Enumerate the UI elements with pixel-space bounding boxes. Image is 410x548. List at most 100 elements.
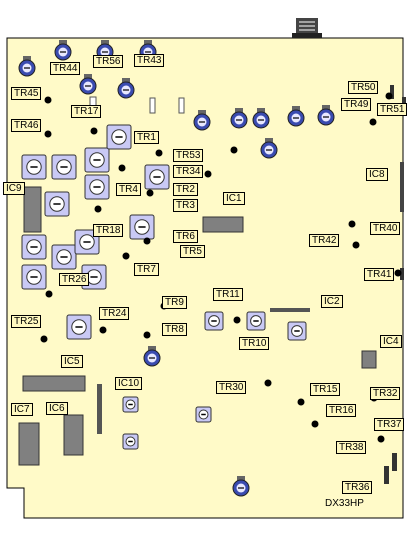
label-tr18: TR18 bbox=[93, 224, 124, 237]
label-tr6: TR6 bbox=[173, 230, 198, 243]
transistor-dot-20 bbox=[264, 379, 272, 387]
transistor-dot-18 bbox=[143, 331, 151, 339]
label-tr2: TR2 bbox=[173, 183, 198, 196]
square-trimmer-4-icon bbox=[106, 124, 132, 150]
transistor-dot-3 bbox=[90, 127, 98, 135]
label-ic6: IC6 bbox=[46, 402, 68, 415]
label-ic7: IC7 bbox=[11, 403, 33, 416]
transistor-dot-9 bbox=[94, 205, 102, 213]
top-connector-icon bbox=[292, 18, 322, 38]
transistor-dot-15 bbox=[99, 326, 107, 334]
label-tr17: TR17 bbox=[71, 105, 102, 118]
ic4-chip bbox=[361, 350, 377, 369]
label-tr10: TR10 bbox=[239, 337, 270, 350]
transistor-dot-21 bbox=[297, 398, 305, 406]
label-tr7: TR7 bbox=[134, 263, 159, 276]
label-tr16: TR16 bbox=[326, 404, 357, 417]
small-trimmer-4-icon bbox=[122, 396, 139, 413]
label-ic1: IC1 bbox=[223, 192, 245, 205]
label-tr45: TR45 bbox=[11, 87, 42, 100]
transistor-dot-4 bbox=[155, 149, 163, 157]
label-tr11: TR11 bbox=[213, 288, 243, 301]
transistor-dot-14 bbox=[45, 290, 53, 298]
transistor-dot-5 bbox=[118, 164, 126, 172]
square-trimmer-5-icon bbox=[84, 174, 110, 200]
round-pot-10-icon bbox=[287, 106, 305, 127]
transistor-dot-23 bbox=[311, 420, 319, 428]
round-pot-1-icon bbox=[18, 56, 36, 77]
round-pot-2-icon bbox=[54, 40, 72, 61]
slot-component-2 bbox=[178, 97, 185, 114]
square-trimmer-10-icon bbox=[51, 244, 77, 270]
ic5-chip bbox=[22, 375, 86, 392]
small-trimmer-6-icon bbox=[122, 433, 139, 450]
slot-component-1 bbox=[149, 97, 156, 114]
label-tr56: TR56 bbox=[93, 55, 124, 68]
square-trimmer-9-icon bbox=[21, 234, 47, 260]
label-tr9: TR9 bbox=[162, 296, 187, 309]
label-tr26: TR26 bbox=[59, 273, 90, 286]
label-ic4: IC4 bbox=[380, 335, 402, 348]
ic6-chip bbox=[63, 414, 84, 456]
transistor-dot-8 bbox=[204, 170, 212, 178]
edge-connector-tr41 bbox=[400, 268, 404, 280]
square-trimmer-6-icon bbox=[144, 164, 170, 190]
transistor-dot-27 bbox=[385, 92, 393, 100]
label-tr53: TR53 bbox=[173, 149, 204, 162]
label-tr8: TR8 bbox=[162, 323, 187, 336]
label-tr4: TR4 bbox=[116, 183, 141, 196]
transistor-dot-10 bbox=[143, 237, 151, 245]
label-tr15: TR15 bbox=[310, 383, 341, 396]
model-number: DX33HP bbox=[325, 498, 364, 509]
transistor-dot-1 bbox=[44, 96, 52, 104]
label-tr38: TR38 bbox=[336, 441, 367, 454]
round-pot-12-icon bbox=[260, 138, 278, 159]
small-trimmer-1-icon bbox=[204, 311, 224, 331]
small-trimmer-3-icon bbox=[287, 321, 307, 341]
square-trimmer-2-icon bbox=[51, 154, 77, 180]
ic2-chip bbox=[270, 308, 310, 312]
round-pot-5-icon bbox=[79, 74, 97, 95]
square-trimmer-8-icon bbox=[129, 214, 155, 240]
edge-connector-tr38 bbox=[392, 453, 397, 471]
ic10-chip bbox=[97, 384, 102, 434]
label-ic10: IC10 bbox=[115, 377, 143, 390]
label-tr44: TR44 bbox=[50, 62, 81, 75]
transistor-dot-7 bbox=[230, 146, 238, 154]
round-pots bbox=[18, 40, 335, 497]
label-tr34: TR34 bbox=[173, 165, 204, 178]
label-tr49: TR49 bbox=[341, 98, 372, 111]
transistor-dot-25 bbox=[394, 269, 402, 277]
label-tr37: TR37 bbox=[374, 418, 405, 431]
label-tr5: TR5 bbox=[180, 245, 205, 258]
transistor-dot-6 bbox=[146, 189, 154, 197]
label-tr43: TR43 bbox=[134, 54, 165, 67]
label-tr46: TR46 bbox=[11, 119, 42, 132]
transistor-dot-11 bbox=[122, 252, 130, 260]
round-pot-13-icon bbox=[143, 346, 161, 367]
label-tr42: TR42 bbox=[309, 234, 340, 247]
square-trimmer-12-icon bbox=[21, 264, 47, 290]
round-pot-11-icon bbox=[317, 105, 335, 126]
label-tr50: TR50 bbox=[348, 81, 379, 94]
label-tr32: TR32 bbox=[370, 387, 401, 400]
label-ic5: IC5 bbox=[61, 355, 83, 368]
transistor-dot-17 bbox=[233, 316, 241, 324]
ic1-chip bbox=[202, 216, 244, 233]
edge-connector-tr50 bbox=[390, 85, 394, 99]
round-pot-8-icon bbox=[230, 108, 248, 129]
square-trimmer-3-icon bbox=[84, 147, 110, 173]
ic7-chip bbox=[18, 422, 40, 466]
label-ic2: IC2 bbox=[321, 295, 343, 308]
label-tr30: TR30 bbox=[216, 381, 247, 394]
label-ic9: IC9 bbox=[3, 182, 25, 195]
ic9-chip bbox=[23, 186, 42, 233]
ic8-chip bbox=[400, 162, 404, 212]
round-pot-9-icon bbox=[252, 108, 270, 129]
label-tr24: TR24 bbox=[99, 307, 130, 320]
transistor-dot-12 bbox=[352, 241, 360, 249]
label-tr40: TR40 bbox=[370, 222, 401, 235]
label-tr41: TR41 bbox=[364, 268, 395, 281]
label-tr25: TR25 bbox=[11, 315, 42, 328]
